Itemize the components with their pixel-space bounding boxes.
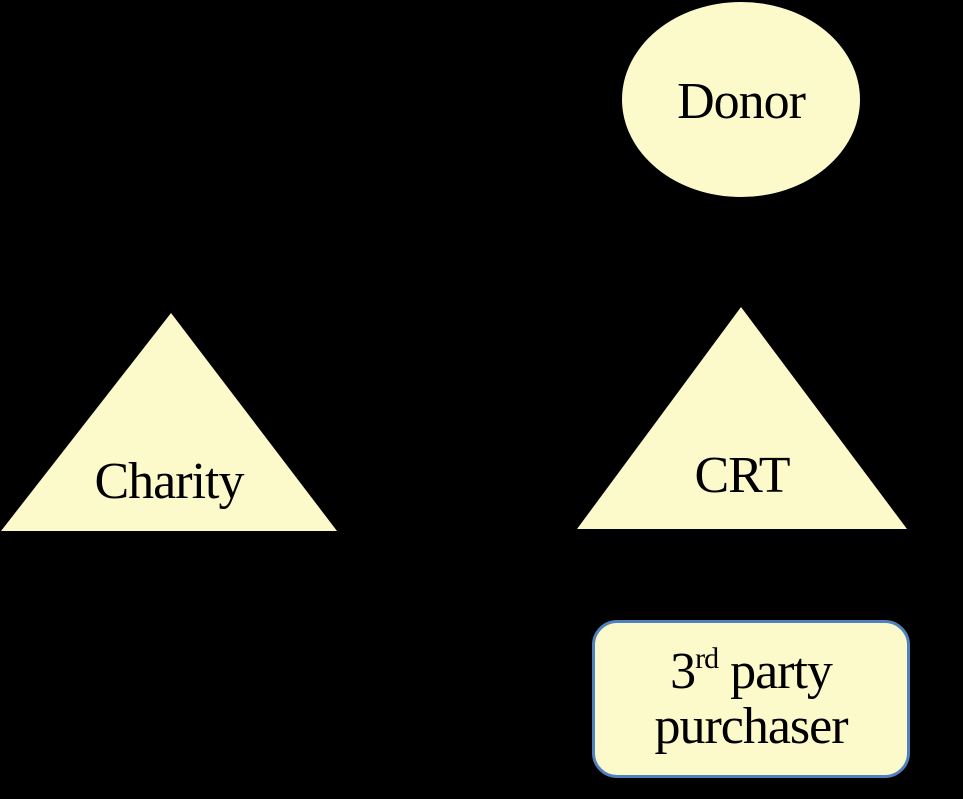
third-party-ordinal-number: 3 (670, 643, 696, 700)
third-party-purchaser-node: 3rd party purchaser (592, 620, 910, 778)
third-party-line1-rest: party (718, 643, 833, 700)
third-party-purchaser-line1: 3rd party (670, 642, 833, 700)
crt-label: CRT (694, 447, 790, 504)
donor-label: Donor (677, 72, 806, 130)
donor-node-ellipse: Donor (622, 2, 860, 197)
third-party-purchaser-line2: purchaser (654, 698, 848, 755)
third-party-ordinal-suffix: rd (695, 642, 719, 675)
charity-label: Charity (94, 453, 245, 510)
